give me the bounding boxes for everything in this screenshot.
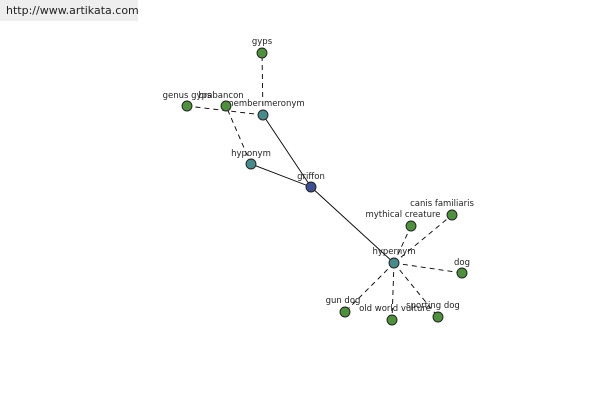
node-marker-genus-gyps[interactable] [181,100,193,112]
node-label-genus-gyps: genus gyps [163,91,212,101]
node-marker-member-meronym[interactable] [257,109,269,121]
node-mythical-creature[interactable]: mythical creature [365,210,441,232]
node-marker-old-world-vulture[interactable] [386,314,398,326]
node-canis-familiaris[interactable]: canis familiaris [410,199,474,221]
node-label-sporting-dog: sporting dog [406,301,460,311]
node-griffon[interactable]: griffon [297,172,325,193]
node-marker-gun-dog[interactable] [339,306,351,318]
node-label-gun-dog: gun dog [326,296,361,306]
node-sporting-dog[interactable]: sporting dog [406,301,460,323]
node-label-griffon: griffon [297,172,325,182]
node-label-brabancon: brabancon [198,91,243,101]
node-label-hyponym: hyponym [231,149,271,159]
node-marker-mythical-creature[interactable] [405,220,417,232]
edge-hypernym-to-old-world-vulture [391,262,395,321]
node-marker-dog[interactable] [456,267,468,279]
node-gun-dog[interactable]: gun dog [326,296,361,318]
node-marker-sporting-dog[interactable] [432,311,444,323]
node-genus-gyps[interactable]: genus gyps [163,91,212,112]
node-brabancon[interactable]: brabancon [198,91,244,112]
node-marker-hyponym[interactable] [245,158,257,170]
node-label-canis-familiaris: canis familiaris [410,199,474,209]
node-label-mythical-creature: mythical creature [365,210,440,220]
node-marker-hypernym[interactable] [388,257,400,269]
node-marker-brabancon[interactable] [220,100,232,112]
node-label-hypernym: hypernym [372,247,415,257]
edge-hyponym-to-brabancon [225,105,252,165]
edge-hypernym-to-mythical-creature [393,225,412,264]
nodes-layer: griffon member meronym hyponym hypernym gyps… [163,37,474,326]
node-marker-canis-familiaris[interactable] [446,209,458,221]
node-gyps[interactable]: gyps [252,37,273,59]
node-label-dog: dog [454,258,470,268]
edge-hypernym-to-sporting-dog [393,262,439,318]
node-label-old-world-vulture: old world vulture [359,304,431,314]
node-member-meronym[interactable]: member meronym [225,99,305,121]
edge-hypernym-to-canis-familiaris [393,214,453,264]
node-marker-griffon[interactable] [305,181,317,193]
edge-hypernym-to-dog [393,262,463,274]
node-label-gyps: gyps [252,37,273,47]
edge-griffon-to-member-meronym [262,114,312,188]
edge-griffon-to-hyponym [250,163,312,188]
node-hypernym[interactable]: hypernym [372,247,416,269]
url-banner-link[interactable]: http://www.artikata.com [0,0,139,21]
node-hyponym[interactable]: hyponym [231,149,271,170]
node-old-world-vulture[interactable]: old world vulture [359,304,431,326]
node-label-member-meronym: member meronym [225,99,304,109]
edge-member-meronym-to-gyps [261,52,264,116]
node-dog[interactable]: dog [454,258,470,279]
node-marker-gyps[interactable] [256,47,268,59]
edge-hypernym-to-gun-dog [344,262,395,313]
edge-griffon-to-hypernym [310,186,395,264]
edges-layer [186,52,463,321]
